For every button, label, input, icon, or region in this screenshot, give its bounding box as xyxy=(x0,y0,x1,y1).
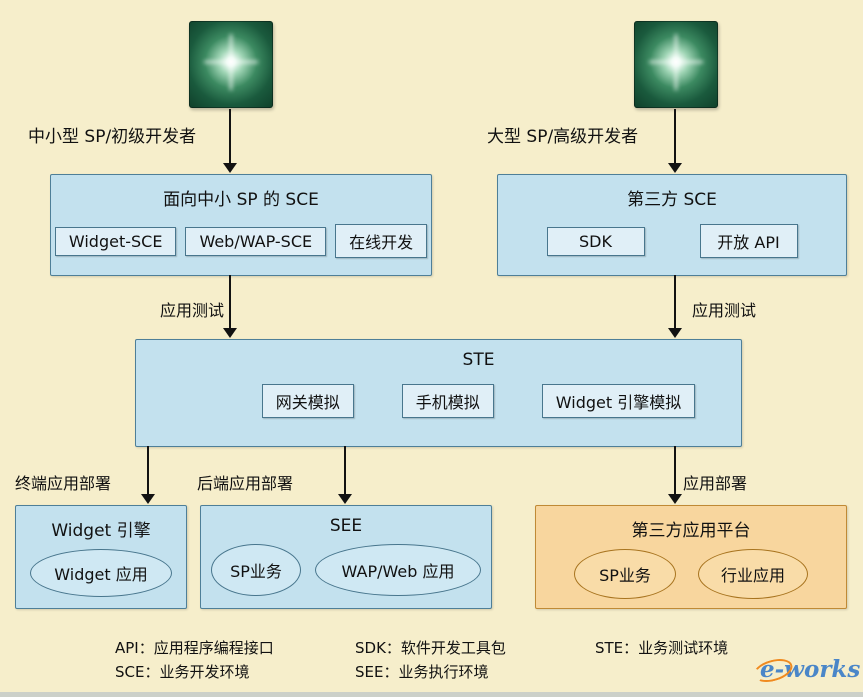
see-apps: SP业务 WAP/Web 应用 xyxy=(201,544,491,596)
box-widget-engine: Widget 引擎 Widget 应用 xyxy=(15,505,187,609)
box-widget-engine-title: Widget 引擎 xyxy=(51,521,151,541)
box-sce-third-title: 第三方 SCE xyxy=(627,190,717,210)
arrow-head-icon xyxy=(668,328,682,338)
sce-small-items: Widget-SCE Web/WAP-SCE 在线开发 xyxy=(51,224,431,258)
pill-industry-app: 行业应用 xyxy=(698,549,808,599)
label-deploy-backend: 后端应用部署 xyxy=(197,474,294,493)
arrow-head-icon xyxy=(223,163,237,173)
third-party-apps: SP业务 行业应用 xyxy=(536,549,846,599)
arrow-head-icon xyxy=(668,163,682,173)
pill-sp-service-2: SP业务 xyxy=(574,549,676,599)
widget-engine-apps: Widget 应用 xyxy=(16,549,186,597)
pill-widget-app: Widget 应用 xyxy=(30,549,172,597)
label-deploy-terminal: 终端应用部署 xyxy=(15,474,112,493)
box-see: SEE SP业务 WAP/Web 应用 xyxy=(200,505,492,609)
box-third-party-platform: 第三方应用平台 SP业务 行业应用 xyxy=(535,505,847,609)
ste-items: 网关模拟 手机模拟 Widget 引擎模拟 xyxy=(136,384,741,418)
legend-sdk: SDK：软件开发工具包 xyxy=(355,639,506,657)
chip-sdk: SDK xyxy=(546,226,645,256)
scan-edge-strip xyxy=(0,692,863,697)
box-sce-small-title: 面向中小 SP 的 SCE xyxy=(163,190,319,210)
chip-online-dev: 在线开发 xyxy=(335,224,428,258)
chip-phone-sim: 手机模拟 xyxy=(401,384,494,418)
arrow-shaft xyxy=(229,275,231,330)
actor-label-large-sp: 大型 SP/高级开发者 xyxy=(487,127,639,147)
arrow-shaft xyxy=(147,446,149,496)
sce-third-items: SDK 开放 API xyxy=(498,224,846,258)
arrow-test-left xyxy=(223,275,237,338)
arrow-shaft xyxy=(674,275,676,330)
box-sce-third: 第三方 SCE SDK 开放 API xyxy=(497,174,847,276)
eworks-logo: e-works xyxy=(750,654,861,687)
arrow-shaft xyxy=(229,109,231,165)
arrow-head-icon xyxy=(141,494,155,504)
arrow-shaft xyxy=(674,109,676,165)
box-ste: STE 网关模拟 手机模拟 Widget 引擎模拟 xyxy=(135,339,742,447)
legend-api: API：应用程序编程接口 xyxy=(115,639,274,657)
arrow-dev-right xyxy=(668,109,682,173)
label-app-test-left: 应用测试 xyxy=(160,301,225,320)
arrow-head-icon xyxy=(668,494,682,504)
large-sp-developer-icon xyxy=(634,21,718,108)
chip-gateway-sim: 网关模拟 xyxy=(261,384,354,418)
chip-web-wap-sce: Web/WAP-SCE xyxy=(185,226,327,256)
arrow-deploy-platform xyxy=(668,446,682,504)
chip-widget-sce: Widget-SCE xyxy=(54,226,177,256)
label-app-test-right: 应用测试 xyxy=(692,301,757,320)
box-see-title: SEE xyxy=(329,516,363,536)
legend-ste: STE：业务测试环境 xyxy=(595,639,729,657)
arrow-test-right xyxy=(668,275,682,338)
chip-open-api: 开放 API xyxy=(699,224,798,258)
arrow-deploy-terminal xyxy=(141,446,155,504)
arrow-head-icon xyxy=(338,494,352,504)
arrow-deploy-backend xyxy=(338,446,352,504)
box-ste-title: STE xyxy=(462,350,495,370)
arrow-head-icon xyxy=(223,328,237,338)
label-deploy-platform: 应用部署 xyxy=(683,474,748,493)
pill-wap-web-app: WAP/Web 应用 xyxy=(315,544,481,596)
logo-text: e-works xyxy=(760,656,861,683)
arrow-shaft xyxy=(674,446,676,496)
pill-sp-service: SP业务 xyxy=(211,544,301,596)
box-sce-small: 面向中小 SP 的 SCE Widget-SCE Web/WAP-SCE 在线开… xyxy=(50,174,432,276)
arrow-shaft xyxy=(344,446,346,496)
chip-widget-engine-sim: Widget 引擎模拟 xyxy=(541,384,696,418)
actor-label-small-sp: 中小型 SP/初级开发者 xyxy=(28,127,197,147)
arrow-dev-left xyxy=(223,109,237,173)
legend-see: SEE：业务执行环境 xyxy=(355,663,489,681)
legend-sce: SCE：业务开发环境 xyxy=(115,663,250,681)
box-third-party-platform-title: 第三方应用平台 xyxy=(631,521,751,541)
small-sp-developer-icon xyxy=(189,21,273,108)
